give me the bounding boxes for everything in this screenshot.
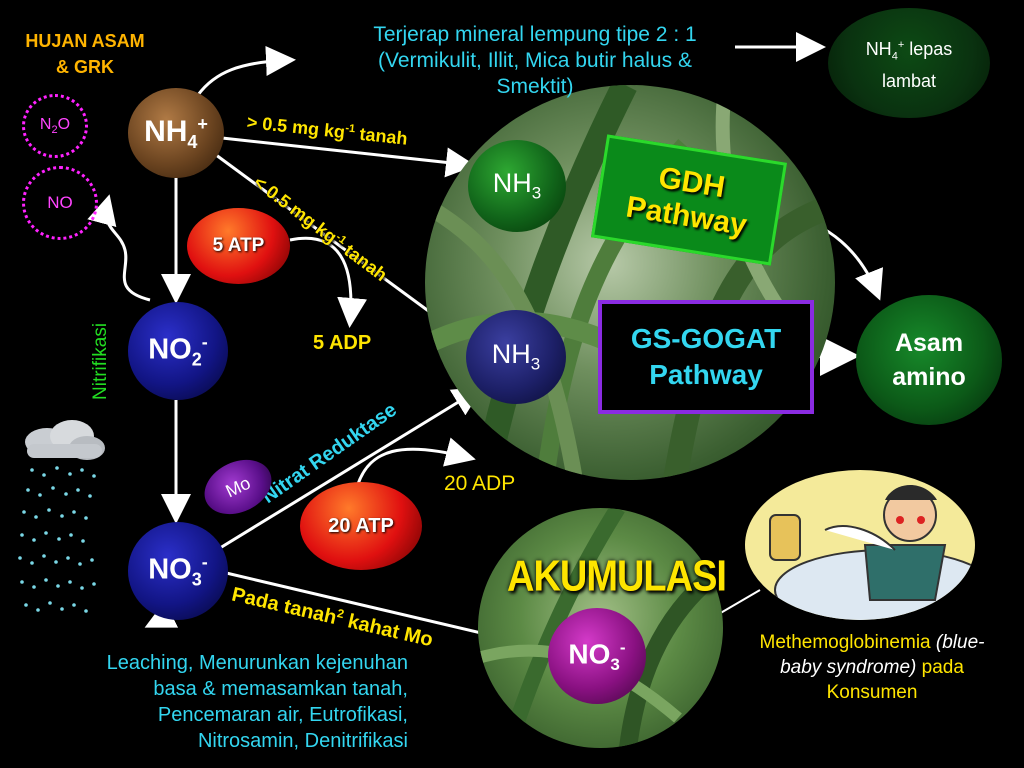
arrow-no2-no-wiggle xyxy=(87,194,151,302)
nh3-mid-node: NH3 xyxy=(466,310,566,404)
asam-line2: amino xyxy=(892,363,966,391)
lepas-ion: NH xyxy=(865,39,892,60)
no3-acc-main: NO xyxy=(568,637,611,669)
arrow-nh4-terjerap xyxy=(196,45,296,96)
meth-e: Konsumen xyxy=(826,682,918,703)
nh4-main: NH xyxy=(144,114,188,148)
no3-node: NO3- xyxy=(128,522,228,620)
rain-cloud-icon xyxy=(12,420,112,620)
arrow-nh4-nh3-mid xyxy=(211,150,473,344)
arrow-no3-nh3-mid xyxy=(219,386,484,550)
meth-d: pada xyxy=(916,657,964,678)
no3-main: NO xyxy=(148,553,192,586)
gs-line1: GS-GOGAT xyxy=(630,323,782,354)
n2o-end: O xyxy=(57,115,71,133)
no3-acc-sup: - xyxy=(619,637,626,657)
nh4-sup: + xyxy=(197,113,208,134)
asam-amino-node: Asam amino xyxy=(856,295,1002,425)
arrow-atp5-adp5 xyxy=(289,236,368,328)
terjerap-line2: (Vermikulit, Illit, Mica butir halus & xyxy=(378,49,692,72)
terjerap-line1: Terjerap mineral lempung tipe 2 : 1 xyxy=(373,23,697,46)
lepas-line2: lambat xyxy=(881,70,936,91)
meth-b: (blue- xyxy=(935,632,985,653)
gs-line2: Pathway xyxy=(649,359,763,390)
asam-line1: Asam xyxy=(894,329,964,357)
lepas-sup: + xyxy=(897,39,905,52)
lepas-sub: 4 xyxy=(891,50,898,63)
sick-person-icon xyxy=(769,485,975,620)
atp5-label: 5 ATP xyxy=(212,235,265,256)
no2-node: NO2- xyxy=(128,302,228,400)
no3-sub: 3 xyxy=(191,569,202,590)
no3-accum-node: NO3- xyxy=(548,608,646,704)
adp20-label: 20 ADP xyxy=(444,472,516,495)
leach-line1: Leaching, Menurunkan kejenuhan xyxy=(106,652,408,674)
nh3-top-node: NH3 xyxy=(468,140,566,232)
lepas-text: lepas xyxy=(909,39,953,60)
gt-post: tanah xyxy=(353,123,409,149)
nh3-mid-sub: 3 xyxy=(530,354,541,374)
nh3-top-sub: 3 xyxy=(531,183,542,203)
no3-acc-sub: 3 xyxy=(610,654,620,674)
atp20-node: 20 ATP xyxy=(300,482,422,570)
no2-sup: - xyxy=(201,331,208,352)
akumulasi-label: AKUMULASI xyxy=(507,552,727,602)
atp5-node: 5 ATP xyxy=(187,208,290,284)
leach-line4: Nitrosamin, Denitrifikasi xyxy=(197,730,408,752)
nh3-mid-main: NH xyxy=(491,339,531,370)
leach-line2: basa & memasamkan tanah, xyxy=(153,678,408,700)
gs-gogat-pathway-box: GS-GOGAT Pathway xyxy=(598,300,814,414)
n2o-main: N xyxy=(39,115,52,133)
leaching-text: Leaching, Menurunkan kejenuhan basa & me… xyxy=(10,650,408,754)
nh4-lepas-node: NH4+ lepas lambat xyxy=(828,8,990,118)
mo-label: Mo xyxy=(222,472,254,501)
arrow-atp20-adp20 xyxy=(356,437,476,485)
no2-main: NO xyxy=(148,333,192,366)
methemoglobinemia-text: Methemoglobinemia (blue- baby syndrome) … xyxy=(722,630,1022,705)
adp5-label: 5 ADP xyxy=(313,332,372,354)
nh3-top-main: NH xyxy=(492,168,532,199)
terjerap-text: Terjerap mineral lempung tipe 2 : 1 (Ver… xyxy=(300,22,770,100)
meth-a: Methemoglobinemia xyxy=(759,632,936,653)
hujan-line1: HUJAN ASAM xyxy=(25,31,145,51)
nh4-sub: 4 xyxy=(187,131,198,152)
nh4-node: NH4+ xyxy=(128,88,224,178)
nitrifikasi-label: Nitrifikasi xyxy=(90,322,111,400)
no-label: NO xyxy=(47,193,73,212)
terjerap-line3: Smektit) xyxy=(496,75,574,98)
hujan-asam-label: HUJAN ASAM & GRK xyxy=(5,28,165,80)
atp20-label: 20 ATP xyxy=(328,514,394,537)
n2o-sub: 2 xyxy=(51,124,58,137)
n2o-node: N2O xyxy=(22,94,88,158)
no3-sup: - xyxy=(201,551,208,572)
sick-person-illustration xyxy=(745,470,975,620)
arrow-nh4-nh3-top xyxy=(221,136,476,178)
leach-line3: Pencemaran air, Eutrofikasi, xyxy=(157,704,408,726)
hujan-line2: & GRK xyxy=(56,57,114,77)
no2-sub: 2 xyxy=(191,349,202,370)
meth-c: baby syndrome) xyxy=(780,657,917,678)
no-node: NO xyxy=(22,166,98,240)
